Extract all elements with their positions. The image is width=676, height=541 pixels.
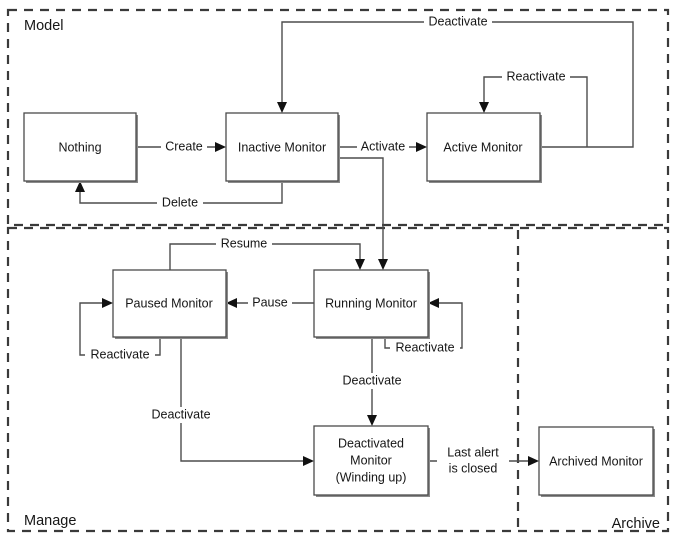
zone-model-border (6, 8, 670, 227)
state-node-deactivated-monitor[interactable]: Deactivated Monitor (Winding up) (313, 425, 430, 497)
state-nothing-label: Nothing (58, 140, 101, 154)
transition-pause-label: Pause (252, 295, 287, 309)
zone-archive: Archive (516, 230, 660, 532)
state-inactive-label: Inactive Monitor (238, 140, 326, 154)
transition-deactivate-running-arrowhead (367, 415, 377, 426)
transition-activate-label-bg (357, 139, 409, 155)
state-nothing-box[interactable] (23, 112, 137, 182)
transition-reactivate-running-arrowhead (428, 298, 439, 308)
transition-reactivate-active-label: Reactivate (506, 69, 565, 83)
transition-reactivate-running-label-bg (390, 340, 460, 356)
zone-archive-label: Archive (612, 516, 660, 532)
state-node-paused-monitor[interactable]: Paused Monitor (112, 269, 228, 339)
state-deactivated-label-line2: Monitor (350, 453, 392, 467)
transition-resume-label-bg (216, 236, 272, 252)
transition-deactivate-active-arrowhead (277, 102, 287, 113)
transition-deactivate-running-label-bg (337, 373, 407, 389)
transition-reactivate-running-label: Reactivate (395, 340, 454, 354)
state-archived-box[interactable] (538, 426, 654, 496)
transition-reactivate-running: Reactivate (384, 298, 463, 356)
transition-pause-arrowhead (226, 298, 237, 308)
transition-deactivate-paused-label-bg (146, 407, 216, 423)
transition-activate: Activate (338, 139, 427, 155)
transition-reactivate-paused-label-bg (85, 347, 155, 363)
transition-deactivate-active: Deactivate (277, 14, 634, 148)
state-node-nothing[interactable]: Nothing (23, 112, 138, 183)
state-paused-label: Paused Monitor (125, 296, 213, 310)
state-running-label: Running Monitor (325, 296, 417, 310)
transition-reactivate-active-arrowhead (479, 102, 489, 113)
transition-deactivate-active-label: Deactivate (428, 14, 487, 28)
transition-create-label: Create (165, 139, 203, 153)
transition-deactivate-running-label: Deactivate (342, 373, 401, 387)
transition-deactivate-running: Deactivate (337, 337, 407, 426)
transition-reactivate-running-line (384, 302, 463, 349)
zone-manage-label: Manage (24, 513, 76, 529)
transition-deactivate-paused-arrowhead (303, 456, 314, 466)
transition-reactivate-paused: Reactivate (79, 298, 161, 363)
state-active-box[interactable] (426, 112, 541, 182)
transition-delete-label: Delete (162, 195, 198, 209)
transition-deactivate-active-label-bg (424, 14, 492, 30)
transition-delete-label-bg (157, 195, 203, 211)
transition-last-alert-is-closed: Last alert is closed (428, 443, 539, 477)
transition-last-alert-is-closed-arrowhead (528, 456, 539, 466)
transition-reactivate-active-label-bg (502, 69, 570, 85)
transition-deactivate-paused: Deactivate (146, 337, 314, 466)
transition-activate-arrowhead (416, 142, 427, 152)
transition-activate-running (338, 157, 388, 270)
state-running-box[interactable] (313, 269, 429, 338)
state-node-archived-monitor[interactable]: Archived Monitor (538, 426, 655, 497)
state-deactivated-box[interactable] (313, 425, 429, 496)
zone-model-label: Model (24, 18, 64, 34)
zone-manage: Manage (6, 226, 670, 533)
transition-last-alert-is-closed-label-line2: is closed (449, 461, 498, 475)
transition-create: Create (136, 139, 226, 155)
transition-delete-arrowhead (75, 181, 85, 192)
transition-resume-arrowhead (355, 259, 365, 270)
state-paused-box[interactable] (112, 269, 227, 338)
transition-deactivate-paused-label: Deactivate (151, 407, 210, 421)
state-inactive-box[interactable] (225, 112, 339, 182)
state-node-running-monitor[interactable]: Running Monitor (313, 269, 430, 339)
transition-reactivate-active: Reactivate (479, 69, 588, 147)
transition-reactivate-paused-label: Reactivate (90, 347, 149, 361)
state-deactivated-label-line3: (Winding up) (336, 470, 407, 484)
transition-activate-running-line (338, 157, 384, 264)
transition-deactivate-paused-line (180, 337, 308, 462)
transition-create-arrowhead (215, 142, 226, 152)
transition-create-label-bg (161, 139, 207, 155)
transition-delete: Delete (75, 181, 283, 211)
transition-activate-running-arrowhead (378, 259, 388, 270)
transition-resume: Resume (169, 236, 365, 270)
transition-pause-label-bg (248, 295, 292, 311)
state-active-label: Active Monitor (443, 140, 522, 154)
transition-activate-label: Activate (361, 139, 406, 153)
transition-last-alert-is-closed-label-bg (437, 443, 509, 477)
zone-model: Model (6, 8, 670, 227)
transition-resume-label: Resume (221, 236, 268, 250)
transition-reactivate-paused-line (79, 302, 161, 356)
transition-last-alert-is-closed-label-line1: Last alert (447, 445, 499, 459)
transition-reactivate-paused-arrowhead (102, 298, 113, 308)
state-deactivated-label-line1: Deactivated (338, 436, 404, 450)
state-node-inactive-monitor[interactable]: Inactive Monitor (225, 112, 340, 183)
state-archived-label: Archived Monitor (549, 454, 643, 468)
transition-deactivate-active-line (281, 21, 634, 148)
state-node-active-monitor[interactable]: Active Monitor (426, 112, 542, 183)
transition-pause: Pause (226, 295, 314, 311)
